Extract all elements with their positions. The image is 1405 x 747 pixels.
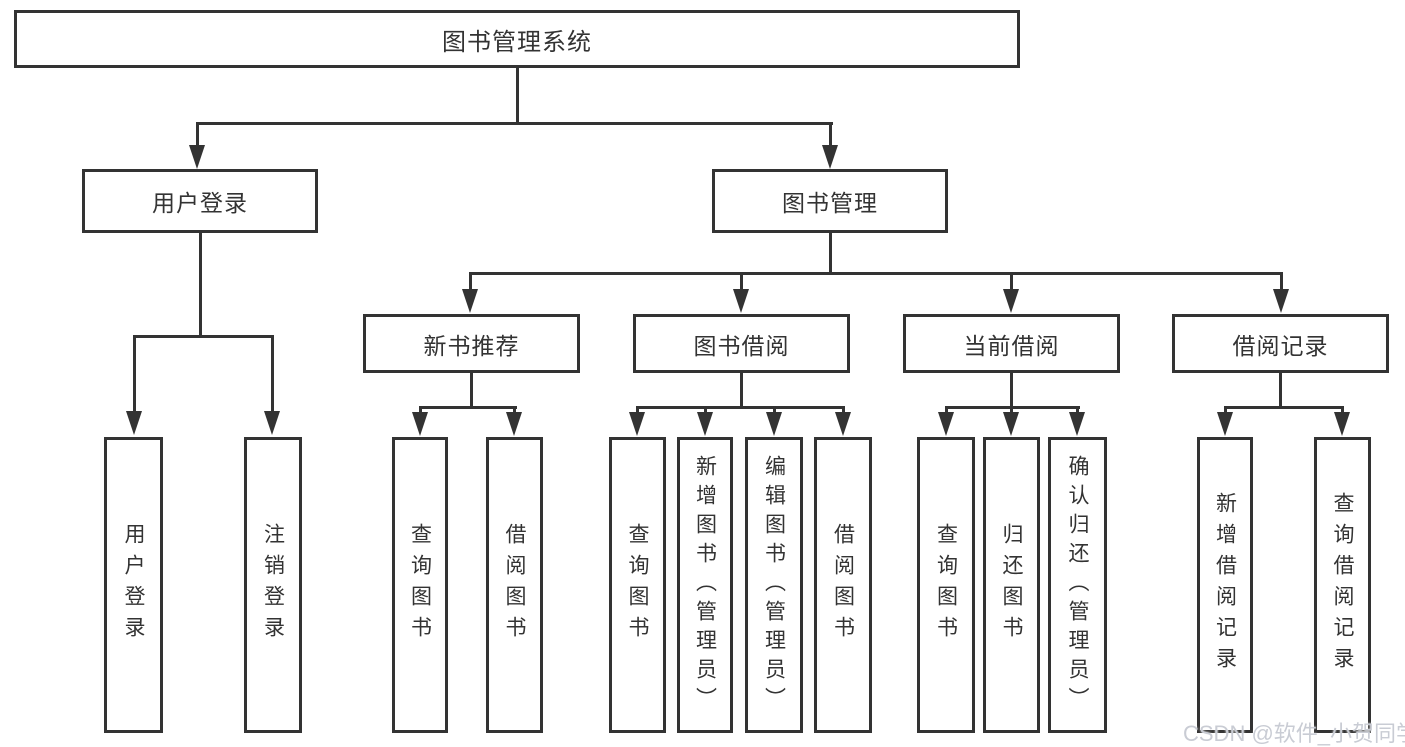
node-bb-edit-book-label: 编辑图书（管理员） — [762, 454, 786, 716]
connector-to-nb-borrow — [513, 406, 516, 415]
arrowhead-cb-query — [938, 412, 954, 436]
connector-to-bb-borrow — [842, 406, 845, 415]
connector-user-login-rail — [133, 335, 274, 338]
arrowhead-br-add — [1217, 412, 1233, 436]
connector-to-bb-query — [636, 406, 639, 415]
node-cb-return-book-box: 归还图书 — [983, 437, 1040, 733]
node-book-borrow-box: 图书借阅 — [633, 314, 850, 373]
arrowhead-new-book-rec — [462, 289, 478, 313]
node-nb-borrow-book-box: 借阅图书 — [486, 437, 543, 733]
arrowhead-cb-return — [1003, 412, 1019, 436]
node-user-login-box: 用户登录 — [82, 169, 318, 233]
node-br-add-record-box: 新增借阅记录 — [1197, 437, 1253, 733]
node-cb-query-book-label: 查询图书 — [934, 523, 958, 647]
connector-to-br-add — [1224, 406, 1227, 415]
connector-level2-rail — [469, 272, 1283, 275]
connector-user-login-stem — [199, 233, 202, 337]
connector-borrow-record-rail — [1224, 406, 1344, 409]
node-book-mgmt-box: 图书管理 — [712, 169, 948, 233]
arrowhead-nb-query — [412, 412, 428, 436]
node-br-add-record-label: 新增借阅记录 — [1213, 492, 1237, 678]
connector-root-stem — [516, 68, 519, 124]
arrowhead-book-mgmt — [822, 145, 838, 169]
arrowhead-cb-confirm — [1069, 412, 1085, 436]
node-bb-add-book-box: 新增图书（管理员） — [677, 437, 733, 733]
node-current-borrow-label: 当前借阅 — [963, 332, 1060, 359]
node-book-mgmt-label: 图书管理 — [782, 190, 878, 216]
connector-to-leaf-user-login — [133, 335, 136, 414]
connector-to-cb-return — [1010, 406, 1013, 415]
node-book-borrow-label: 图书借阅 — [693, 332, 790, 359]
node-bb-borrow-book-label: 借阅图书 — [831, 523, 855, 647]
node-br-query-record-box: 查询借阅记录 — [1314, 437, 1371, 733]
node-new-book-rec-label: 新书推荐 — [423, 332, 520, 359]
node-nb-borrow-book-label: 借阅图书 — [503, 523, 526, 647]
arrowhead-bb-borrow — [835, 412, 851, 436]
arrowhead-book-borrow — [733, 289, 749, 313]
connector-level1-rail — [196, 122, 833, 125]
connector-to-bb-add — [704, 406, 707, 415]
node-leaf-logout-label: 注销登录 — [261, 523, 285, 647]
csdn-watermark: CSDN @软件_小贺同学 — [1183, 721, 1405, 746]
connector-to-leaf-logout — [271, 335, 274, 414]
node-nb-query-book-label: 查询图书 — [408, 523, 432, 647]
connector-new-book-rec-rail — [419, 406, 517, 409]
connector-book-mgmt-stem — [829, 233, 832, 275]
node-current-borrow-box: 当前借阅 — [903, 314, 1120, 373]
connector-current-borrow-stem — [1010, 373, 1013, 408]
connector-to-br-query — [1341, 406, 1344, 415]
node-cb-return-book-label: 归还图书 — [1000, 523, 1023, 647]
node-bb-borrow-book-box: 借阅图书 — [814, 437, 872, 733]
connector-borrow-record-stem — [1279, 373, 1282, 408]
node-root-box: 图书管理系统 — [14, 10, 1020, 68]
node-br-query-record-label: 查询借阅记录 — [1331, 492, 1354, 678]
arrowhead-bb-add — [697, 412, 713, 436]
arrowhead-bb-query — [629, 412, 645, 436]
node-leaf-user-login-box: 用户登录 — [104, 437, 163, 733]
connector-new-book-rec-stem — [470, 373, 473, 408]
connector-book-borrow-rail — [636, 406, 845, 409]
connector-to-cb-confirm — [1076, 406, 1079, 415]
connector-to-new-book-rec — [469, 272, 472, 292]
connector-to-user-login — [196, 122, 199, 148]
connector-book-borrow-stem — [740, 373, 743, 408]
arrowhead-current-borrow — [1003, 289, 1019, 313]
node-new-book-rec-box: 新书推荐 — [363, 314, 580, 373]
node-bb-add-book-label: 新增图书（管理员） — [693, 454, 717, 716]
node-root-label: 图书管理系统 — [442, 28, 592, 56]
arrowhead-borrow-record — [1273, 289, 1289, 313]
connector-to-bb-edit — [773, 406, 776, 415]
arrowhead-leaf-user-login — [126, 411, 142, 435]
node-borrow-record-label: 借阅记录 — [1232, 332, 1329, 359]
node-cb-query-book-box: 查询图书 — [917, 437, 975, 733]
node-user-login-label: 用户登录 — [152, 190, 248, 216]
arrowhead-nb-borrow — [506, 412, 522, 436]
node-bb-edit-book-box: 编辑图书（管理员） — [745, 437, 803, 733]
arrowhead-br-query — [1334, 412, 1350, 436]
node-cb-confirm-return-label: 确认归还（管理员） — [1066, 454, 1089, 716]
node-bb-query-book-box: 查询图书 — [609, 437, 666, 733]
arrowhead-bb-edit — [766, 412, 782, 436]
connector-to-book-borrow — [740, 272, 743, 292]
node-borrow-record-box: 借阅记录 — [1172, 314, 1389, 373]
node-bb-query-book-label: 查询图书 — [626, 523, 649, 647]
arrowhead-user-login — [189, 145, 205, 169]
node-nb-query-book-box: 查询图书 — [392, 437, 448, 733]
connector-to-current-borrow — [1010, 272, 1013, 292]
node-cb-confirm-return-box: 确认归还（管理员） — [1048, 437, 1107, 733]
connector-to-book-mgmt — [829, 122, 832, 148]
connector-to-nb-query — [419, 406, 422, 415]
node-leaf-logout-box: 注销登录 — [244, 437, 302, 733]
connector-to-borrow-record — [1280, 272, 1283, 292]
connector-to-cb-query — [945, 406, 948, 415]
arrowhead-leaf-logout — [264, 411, 280, 435]
node-leaf-user-login-label: 用户登录 — [122, 523, 145, 647]
